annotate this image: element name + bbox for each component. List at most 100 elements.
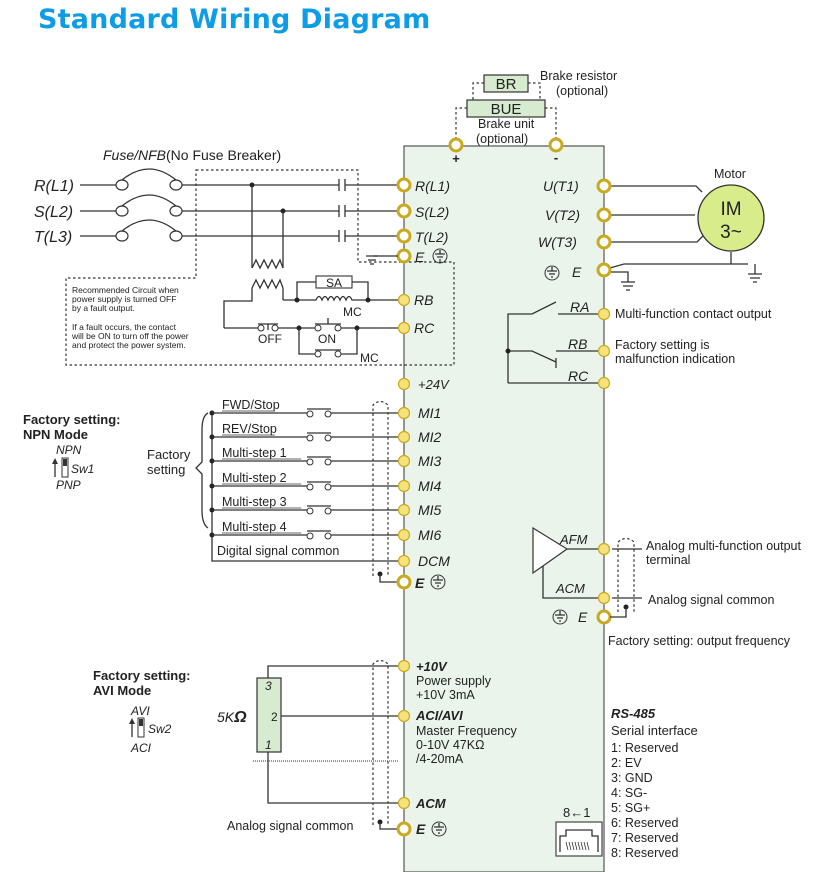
afm-desc-2: terminal [646, 553, 690, 567]
terminal-mi-label: MI6 [418, 527, 442, 543]
terminal-dcm [397, 554, 411, 568]
fault-note-line-3: by a fault output. [72, 303, 135, 313]
plus10v-desc-1: Power supply [416, 674, 492, 688]
rs485-pin: 1: Reserved [611, 741, 678, 755]
terminal-s-label: S(L2) [415, 204, 449, 220]
pot-pin-1: 1 [265, 738, 272, 752]
brake-section: BR Brake resistor (optional) BUE Brake u… [448, 69, 617, 166]
rs485-pin: 3: GND [611, 771, 653, 785]
motor-section: U(T1) V(T2) W(T3) E Motor IM 3~ [538, 167, 765, 291]
earth-ground-icon [366, 255, 378, 265]
input-switch-icon[interactable] [306, 530, 332, 540]
avi-mode-title-1: Factory setting: [93, 668, 191, 683]
rs485-title: RS-485 [611, 706, 656, 721]
input-switch-icon[interactable] [306, 456, 332, 466]
digital-input-section: Factory setting: NPN Mode NPN Sw1 PNP Fa… [23, 377, 450, 591]
terminal-r-label: R(L1) [415, 178, 450, 194]
terminal-plus10v [397, 659, 411, 673]
sw1-bottom-label: PNP [56, 478, 81, 492]
terminal-mi [397, 430, 411, 444]
fuse-label: Fuse/NFB(No Fuse Breaker) [103, 147, 281, 163]
page-title: Standard Wiring Diagram [38, 4, 431, 35]
terminal-w [596, 234, 612, 250]
terminal-rb-input [397, 293, 411, 307]
sw2-switch-icon[interactable] [137, 717, 145, 738]
terminal-mi-label: MI1 [418, 405, 441, 421]
terminal-e-digital-label: E [415, 575, 425, 591]
input-switch-icon[interactable] [306, 408, 332, 418]
sw2-name: Sw2 [148, 722, 172, 736]
rs485-subtitle: Serial interface [611, 723, 698, 738]
terminal-mi [397, 528, 411, 542]
amplifier-icon [532, 526, 569, 575]
terminal-acm-in-label: ACM [415, 796, 447, 811]
digital-input-label: FWD/Stop [222, 398, 280, 412]
terminal-minus-label: - [554, 150, 558, 165]
terminal-mi-label: MI5 [418, 502, 442, 518]
plus10v-desc-2: +10V 3mA [416, 688, 475, 702]
fault-note-line-5: If a fault occurs, the contact [72, 322, 177, 332]
factory-setting-label-1: Factory [147, 447, 191, 462]
rj45-port-icon[interactable] [555, 821, 603, 857]
dcm-common-label: Digital signal common [217, 544, 339, 558]
terminal-mi [397, 503, 411, 517]
terminal-rb [597, 344, 611, 358]
afm-factory-setting: Factory setting: output frequency [608, 634, 791, 648]
digital-input-label: Multi-step 3 [222, 495, 287, 509]
terminal-r-l1 [396, 177, 412, 193]
input-switch-icon[interactable] [306, 505, 332, 515]
relay-desc-2b: malfunction indication [615, 352, 735, 366]
terminal-rb-input-label: RB [414, 292, 433, 308]
afm-desc-1: Analog multi-function output [646, 539, 801, 553]
earth-ground-icon [748, 273, 762, 283]
terminal-mi [397, 479, 411, 493]
ground-symbol-icon [544, 265, 560, 281]
analog-output-section: AFM ACM E Analog multi-function output t… [532, 526, 801, 648]
input-switch-icon[interactable] [306, 481, 332, 491]
arrow-up-icon [129, 718, 135, 737]
mc-contacts [338, 179, 346, 242]
terminal-acm-out-label: ACM [555, 581, 585, 596]
terminal-e-analog-in-label: E [416, 821, 426, 837]
terminal-afm [597, 542, 611, 556]
sw2-bottom-label: ACI [130, 741, 152, 755]
ground-symbol-icon [431, 821, 447, 837]
analog-common-label: Analog signal common [227, 819, 354, 833]
terminal-mi [397, 406, 411, 420]
terminal-ra [597, 307, 611, 321]
terminal-e-analog-out [596, 609, 612, 625]
terminal-rb-label: RB [568, 336, 587, 352]
terminal-mi-label: MI3 [418, 453, 442, 469]
terminal-s-l2 [396, 203, 412, 219]
fuse-s [115, 194, 183, 217]
fuse-t [115, 219, 183, 242]
line-label-t: T(L3) [34, 229, 72, 246]
terminal-rc-input-label: RC [414, 320, 435, 336]
digital-input-label: Multi-step 1 [222, 446, 287, 460]
terminal-plus [448, 137, 464, 153]
sw1-switch-icon[interactable] [61, 457, 69, 478]
input-switch-icon[interactable] [306, 432, 332, 442]
earth-ground-icon [621, 281, 635, 291]
potentiometer [256, 677, 282, 753]
terminal-mi-label: MI2 [418, 429, 442, 445]
aci-desc-3: /4-20mA [416, 752, 464, 766]
digital-input-row: Multi-step 3 MI5 [209, 495, 442, 518]
fault-note-line-7: and protect the power system. [72, 340, 186, 350]
sa-label: SA [326, 276, 342, 290]
brake-resistor-label: Brake resistor [540, 69, 617, 83]
on-label: ON [318, 332, 336, 346]
terminal-plus-label: + [452, 151, 460, 166]
npn-mode-title-2: NPN Mode [23, 427, 88, 442]
ground-symbol-icon [430, 574, 446, 590]
terminal-dcm-label: DCM [418, 553, 450, 569]
relay-output-section: RA RB RC Multi-function contact output F… [505, 299, 772, 390]
terminal-e-label: E [415, 249, 425, 265]
terminal-plus24 [397, 377, 411, 391]
terminal-rc-input [397, 321, 411, 335]
analog-input-section: Factory setting: AVI Mode AVI Sw2 ACI 5K… [93, 659, 517, 837]
